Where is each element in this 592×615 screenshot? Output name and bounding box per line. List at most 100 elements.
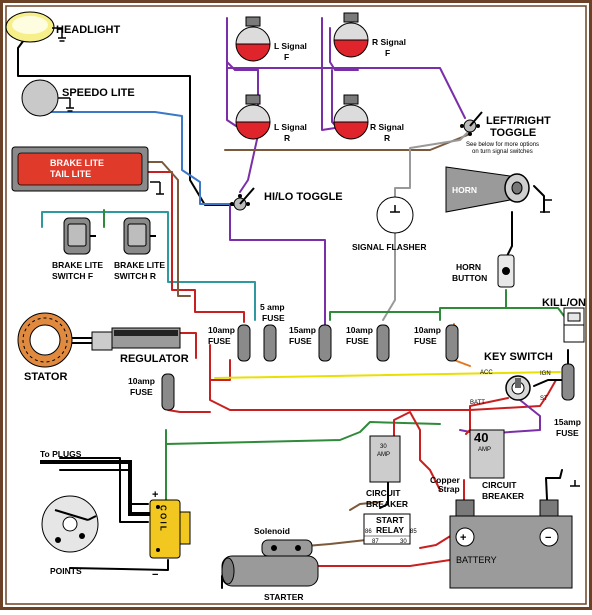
- fuse-10a-1-label-a: 10amp: [208, 325, 235, 335]
- to-plugs-label: To PLUGS: [40, 449, 82, 459]
- cb30-label-1: 30: [380, 444, 387, 450]
- points: [41, 495, 99, 553]
- battery-minus: −: [545, 532, 551, 544]
- r-signal-f-suffix: F: [385, 48, 390, 58]
- signal-flasher: [376, 196, 414, 234]
- copper-strap-label-1: Copper: [430, 475, 460, 485]
- inner-frame: [5, 5, 587, 605]
- points-label: POINTS: [50, 566, 82, 576]
- brake-lite-switch-r-label-1: BRAKE LITE: [114, 260, 165, 270]
- relay-86: 86: [365, 529, 372, 535]
- coil-plus: +: [152, 489, 158, 501]
- fuse-10a-2-label-b: FUSE: [346, 336, 369, 346]
- brake-lite-switch-f: [63, 217, 96, 255]
- wires: [17, 17, 569, 589]
- signal-lamp-l-f: [235, 16, 271, 62]
- fuse-15a-2-label-a: 15amp: [554, 417, 581, 427]
- battery-ground-icon: [570, 480, 580, 487]
- st-label: ST: [540, 396, 548, 402]
- circuit-breaker-30: [369, 435, 401, 483]
- kill-on-switch: [563, 307, 585, 343]
- cb-2-label-b: BREAKER: [482, 491, 524, 501]
- batt-label: BATT: [470, 400, 485, 406]
- fuse-10a-4-label-a: 10amp: [128, 376, 155, 386]
- brake-lite-switch-r-label-2: SWITCH R: [114, 271, 156, 281]
- l-signal-f-label: L Signal: [274, 41, 307, 51]
- tail-lite-label: TAIL LITE: [50, 169, 91, 179]
- signal-lamp-r-f: [333, 12, 369, 58]
- horn-button-label-2: BUTTON: [452, 273, 487, 283]
- fuse-5amp: [263, 324, 277, 362]
- fuse-5a-label-b: FUSE: [262, 313, 285, 323]
- cb-2-label-a: CIRCUIT: [482, 480, 517, 490]
- kill-on-label: KILL/ON: [542, 297, 586, 309]
- fuse-10a-3-label-b: FUSE: [414, 336, 437, 346]
- fuse-10a-2-label-a: 10amp: [346, 325, 373, 335]
- fuse-10amp-4: [161, 373, 175, 411]
- left-right-toggle-label-1: LEFT/RIGHT: [486, 115, 551, 127]
- headlight-label: HEADLIGHT: [56, 24, 120, 36]
- fuse-10amp-1: [237, 324, 251, 362]
- fuse-10amp-3: [445, 324, 459, 362]
- key-switch-label: KEY SWITCH: [484, 351, 553, 363]
- battery: [449, 499, 573, 589]
- fuse-5a-label-a: 5 amp: [260, 302, 285, 312]
- horn-button: [497, 254, 515, 288]
- fuse-10a-4-label-b: FUSE: [130, 387, 153, 397]
- toggle-note-2: on turn signal switches: [472, 149, 533, 155]
- horn-label: HORN: [452, 185, 477, 195]
- battery-label: BATTERY: [456, 555, 497, 565]
- coil: [149, 499, 191, 559]
- signal-lamp-r-r: [333, 94, 369, 140]
- stator: [17, 312, 98, 368]
- fuse-15a-1-label-b: FUSE: [289, 336, 312, 346]
- fuse-15amp-2: [561, 363, 575, 401]
- speedo-lite-label: SPEEDO LITE: [62, 87, 135, 99]
- horn-button-label-1: HORN: [456, 262, 481, 272]
- ign-label: IGN: [540, 371, 551, 377]
- coil-minus: −: [152, 569, 158, 581]
- regulator: [91, 327, 181, 351]
- brake-lite-switch-r: [123, 217, 156, 255]
- battery-plus: +: [460, 532, 466, 544]
- hi-lo-toggle-switch: [230, 187, 255, 211]
- fuse-10a-3-label-a: 10amp: [414, 325, 441, 335]
- r-signal-f-label: R Signal: [372, 37, 406, 47]
- starter: [221, 539, 319, 587]
- cb30-label-2: AMP: [377, 452, 390, 458]
- cb40-label-1: 40: [474, 430, 488, 445]
- horn-icon: [445, 166, 552, 213]
- r-signal-r-label: R Signal: [370, 122, 404, 132]
- cb-1-label-b: BREAKER: [366, 499, 408, 509]
- fuse-10a-1-label-b: FUSE: [208, 336, 231, 346]
- relay-87: 87: [372, 539, 379, 545]
- cb40-label-2: AMP: [478, 447, 491, 453]
- l-signal-f-suffix: F: [284, 52, 289, 62]
- left-right-toggle-switch: [460, 111, 483, 136]
- hi-lo-toggle-label: HI/LO TOGGLE: [264, 191, 343, 203]
- regulator-label: REGULATOR: [120, 353, 189, 365]
- relay-word-label: RELAY: [376, 525, 404, 535]
- l-signal-r-label: L Signal: [274, 122, 307, 132]
- left-right-toggle-label-2: TOGGLE: [490, 127, 536, 139]
- starter-label: STARTER: [264, 592, 304, 602]
- start-relay-label: START: [376, 515, 405, 525]
- speedo-lite: [21, 79, 74, 117]
- r-signal-r-suffix: R: [384, 133, 390, 143]
- plug-wires: [40, 460, 150, 516]
- copper-strap-label-2: Strap: [438, 484, 460, 494]
- toggle-note-1: See below for more options: [466, 142, 539, 148]
- signal-lamp-l-r: [235, 94, 271, 140]
- start-relay: [363, 513, 411, 545]
- coil-label: C O I L: [159, 505, 168, 531]
- brake-lite-switch-f-label-1: BRAKE LITE: [52, 260, 103, 270]
- key-switch: [505, 375, 531, 401]
- brake-tail-lite: [11, 146, 164, 195]
- fuses: [161, 324, 575, 411]
- fuse-10amp-2: [376, 324, 390, 362]
- l-signal-r-suffix: R: [284, 133, 290, 143]
- headlight: [5, 11, 66, 43]
- brake-lite-switch-f-label-2: SWITCH F: [52, 271, 93, 281]
- solenoid-label: Solenoid: [254, 526, 290, 536]
- stator-label: STATOR: [24, 371, 67, 383]
